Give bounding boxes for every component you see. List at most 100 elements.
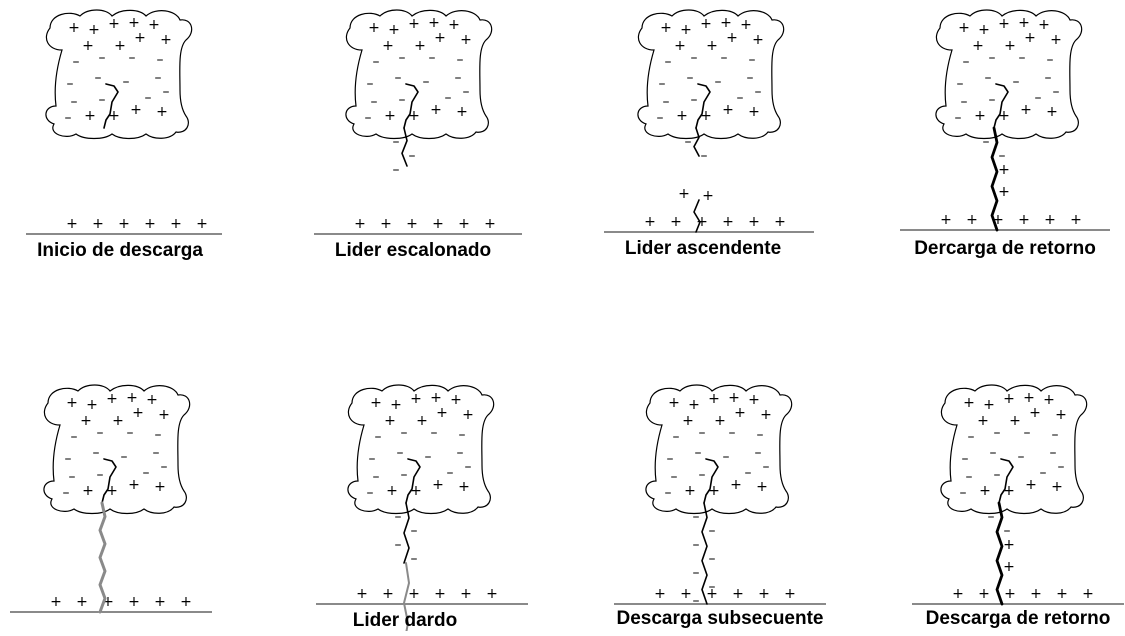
cloud-positive-charge: + (390, 397, 402, 413)
panel-2: +++++++++++++–––––––––––––++++++––– (314, 9, 522, 235)
cloud-positive-charge: + (1004, 38, 1016, 54)
ground-positive-charge: + (654, 586, 666, 602)
cloud-positive-charge: + (388, 22, 400, 38)
leader-negative-charge: – (411, 523, 418, 539)
cloud-negative-charge: – (375, 429, 382, 445)
cloud-positive-charge: + (456, 104, 468, 120)
cloud-positive-charge: + (676, 108, 688, 124)
ground-positive-charge: + (434, 586, 446, 602)
cloud-negative-charge: – (373, 54, 380, 70)
ground-positive-charge: + (952, 586, 964, 602)
ground-positive-charge: + (706, 586, 718, 602)
cloud-negative-charge: – (721, 50, 728, 66)
cloud-negative-charge: – (121, 449, 128, 465)
cloud-positive-charge: + (1055, 407, 1067, 423)
cloud-positive-charge: + (88, 22, 100, 38)
cloud-negative-charge: – (143, 465, 150, 481)
cloud-positive-charge: + (414, 38, 426, 54)
ground-positive-charge: + (382, 586, 394, 602)
ground-positive-charge: + (1070, 212, 1082, 228)
cloud-negative-charge: – (425, 449, 432, 465)
leader-negative-charge: – (693, 509, 700, 525)
cloud-negative-charge: – (699, 467, 706, 483)
ground-positive-charge: + (196, 216, 208, 232)
panel-1: +++++++++++++–––––––––––––++++++ (26, 9, 222, 235)
decaying-channel (98, 501, 107, 614)
cloud-negative-charge: – (395, 70, 402, 86)
cloud-positive-charge: + (1009, 413, 1021, 429)
leader-negative-charge: – (395, 509, 402, 525)
cloud-positive-charge: + (1023, 390, 1035, 406)
cloud-positive-charge: + (148, 17, 160, 33)
upward-leader (693, 199, 701, 233)
intracloud-channel (403, 83, 419, 129)
leader-negative-charge: – (393, 134, 400, 150)
cloud-negative-charge: – (431, 425, 438, 441)
leader-negative-charge: – (693, 593, 700, 609)
cloud-positive-charge: + (1024, 30, 1036, 46)
cloud-negative-charge: – (1047, 52, 1054, 68)
ground-positive-charge: + (748, 214, 760, 230)
cloud-positive-charge: + (460, 32, 472, 48)
caption-panel-6: Lider dardo (352, 610, 458, 631)
cloud-negative-charge: – (1019, 50, 1026, 66)
ground-positive-charge: + (180, 594, 192, 610)
cloud-positive-charge: + (708, 483, 720, 499)
cloud-negative-charge: – (67, 76, 74, 92)
leader-negative-charge: – (999, 148, 1006, 164)
cloud-negative-charge: – (659, 76, 666, 92)
cloud-positive-charge: + (408, 108, 420, 124)
dart-leader (403, 502, 410, 564)
cloud-positive-charge: + (1046, 104, 1058, 120)
cloud-positive-charge: + (458, 479, 470, 495)
panel-5: +++++++++++++–––––––––––––++++++ (10, 384, 212, 614)
cloud-negative-charge: – (447, 465, 454, 481)
cloud-positive-charge: + (462, 407, 474, 423)
cloud-negative-charge: – (373, 469, 380, 485)
cloud-negative-charge: – (123, 74, 130, 90)
ground-positive-charge: + (680, 586, 692, 602)
cloud-positive-charge: + (370, 395, 382, 411)
cloud-positive-charge: + (963, 395, 975, 411)
cloud-negative-charge: – (455, 70, 462, 86)
cloud-positive-charge: + (730, 477, 742, 493)
cloud-positive-charge: + (382, 38, 394, 54)
cloud-positive-charge: + (448, 17, 460, 33)
cloud-positive-charge: + (1029, 405, 1041, 421)
ground-positive-charge: + (408, 586, 420, 602)
ground-positive-charge: + (784, 586, 796, 602)
cloud-positive-charge: + (410, 483, 422, 499)
cloud-positive-charge: + (688, 397, 700, 413)
cloud-negative-charge: – (657, 110, 664, 126)
cloud-positive-charge: + (1025, 477, 1037, 493)
cloud-outline (347, 384, 495, 515)
ground-positive-charge: + (102, 594, 114, 610)
cloud-negative-charge: – (65, 110, 72, 126)
cloud-positive-charge: + (436, 405, 448, 421)
cloud-positive-charge: + (158, 407, 170, 423)
ground-positive-charge: + (722, 214, 734, 230)
cloud-negative-charge: – (73, 54, 80, 70)
intracloud-channel (103, 83, 119, 129)
leader-negative-charge: – (1004, 523, 1011, 539)
cloud-negative-charge: – (691, 50, 698, 66)
leader-negative-charge: – (693, 565, 700, 581)
cloud-negative-charge: – (95, 70, 102, 86)
stepped-leader (693, 127, 700, 157)
return-stroke-channel (995, 501, 1004, 606)
ground-positive-charge: + (1044, 212, 1056, 228)
cloud-negative-charge: – (401, 467, 408, 483)
cloud-positive-charge: + (368, 20, 380, 36)
ground-positive-charge: + (774, 214, 786, 230)
ground-positive-charge: + (644, 214, 656, 230)
ground-positive-charge: + (154, 594, 166, 610)
cloud-positive-charge: + (1043, 392, 1055, 408)
panel-7: +++++++++++++–––––––––––––++++++––––––– (614, 384, 826, 609)
cloud-negative-charge: – (99, 92, 106, 108)
intracloud-channel (998, 458, 1014, 504)
ground-positive-charge: + (758, 586, 770, 602)
cloud-negative-charge: – (97, 467, 104, 483)
cloud-positive-charge: + (684, 483, 696, 499)
cloud-negative-charge: – (968, 429, 975, 445)
cloud-negative-charge: – (755, 84, 762, 100)
